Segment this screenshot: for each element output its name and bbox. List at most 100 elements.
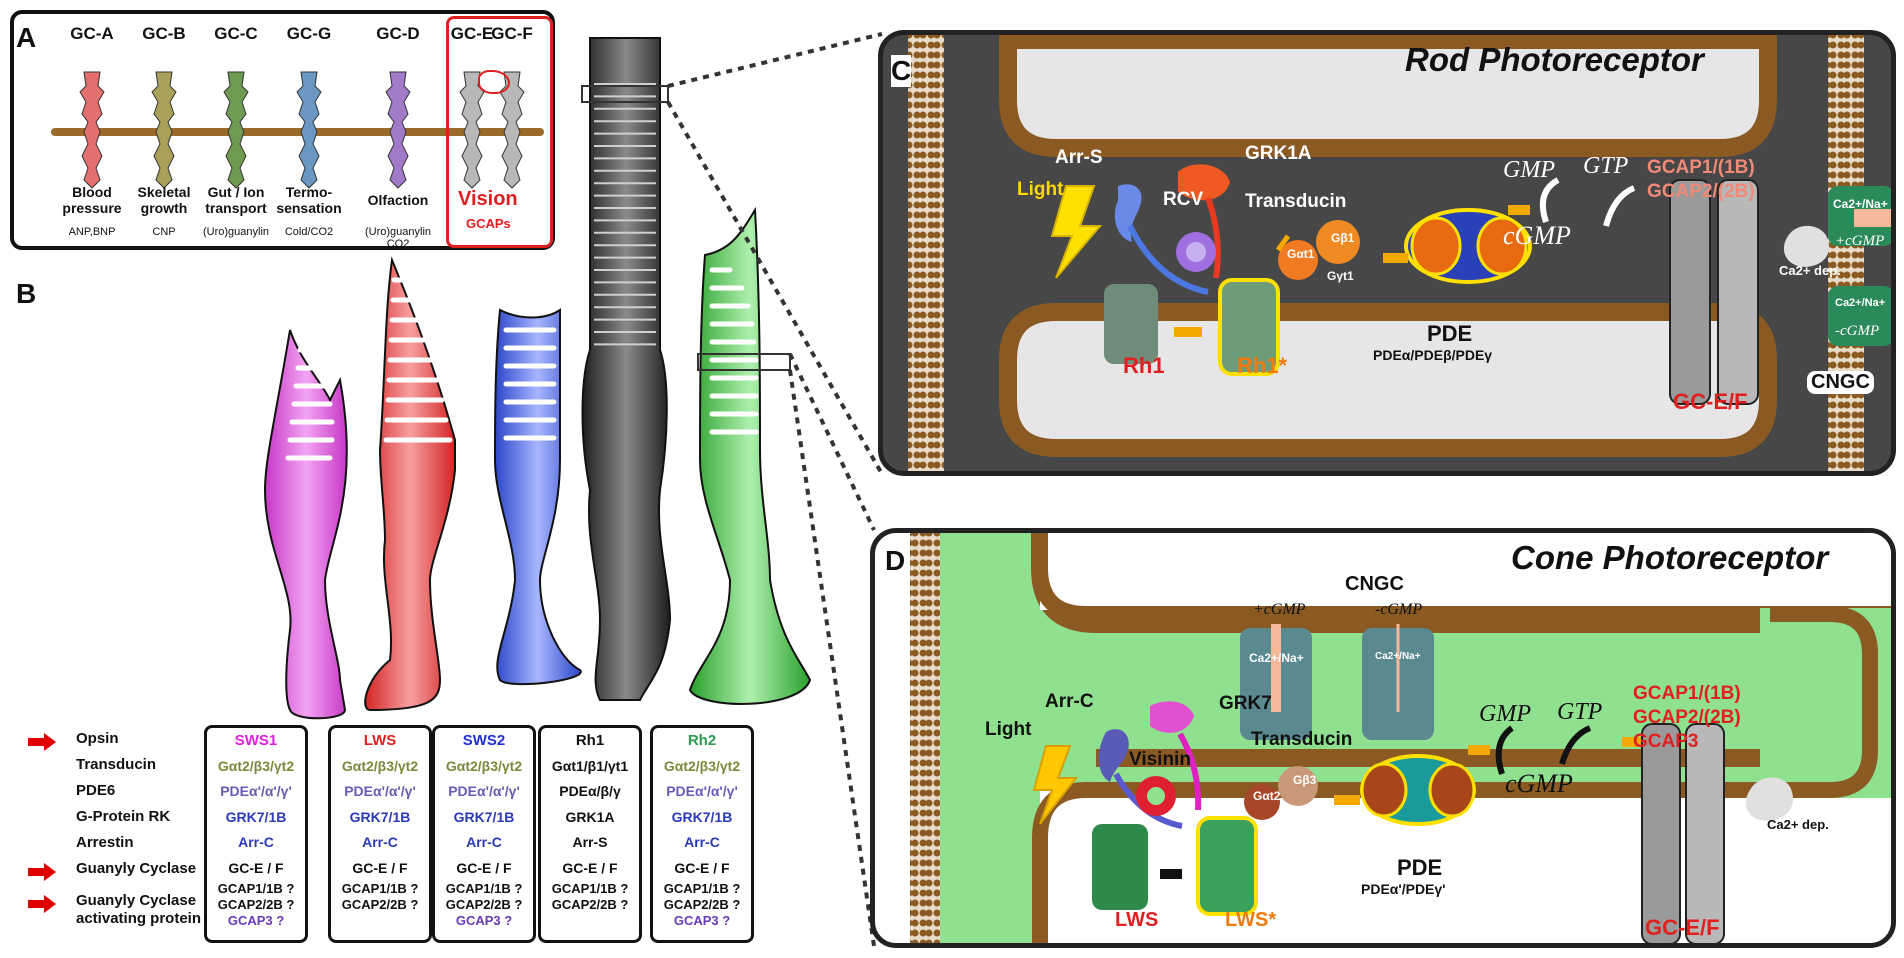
rod-cngc-closed-ions: Ca2+/Na+	[1835, 297, 1886, 309]
panel-letter-a: A	[16, 22, 37, 53]
rod-gcap-2: GCAP2/(2B)	[1647, 181, 1755, 202]
gc-name-gc-b: GC-B	[142, 24, 186, 43]
cone-cngc-open-ions: Ca2+/Na+	[1249, 651, 1304, 665]
cell-row: GC-E / F	[562, 859, 618, 876]
gc-protein-gc-e	[459, 71, 485, 189]
gc-name-gc-e: GC-E	[450, 24, 494, 43]
membrane-line	[51, 128, 544, 136]
component-label: Guanyly Cyclase activating protein	[76, 892, 202, 927]
rod-pde-subunits: PDEα/PDEβ/PDEγ	[1373, 347, 1493, 363]
component-label: Guanyly Cyclase	[76, 860, 197, 877]
photoreceptor-cells	[263, 37, 812, 720]
gc-name-gc-f: GC-F	[491, 24, 533, 43]
gc-ligand-gc-a: ANP,BNP	[68, 226, 116, 238]
gc-name-gc-a: GC-A	[70, 24, 114, 43]
cone-galpha-label: Gαt2	[1253, 789, 1281, 803]
cell-row: GRK7/1B	[225, 808, 287, 825]
rod-transducin-label: Transducin	[1245, 191, 1347, 212]
rod-gcap-1: GCAP1/(1B)	[1647, 157, 1755, 178]
cone-cngc-open-label: +cGMP	[1253, 601, 1306, 618]
gc-function-gc-a: Blood pressure	[62, 184, 122, 216]
cell-row: Arr-C	[362, 834, 398, 850]
vision-gcaps-label: GCAPs	[466, 216, 511, 231]
gc-protein-gc-d	[385, 71, 411, 189]
rod-grk-label: GRK1A	[1245, 143, 1312, 164]
sws2-cone	[493, 308, 582, 686]
gc-function-gc-d: Olfaction	[367, 192, 429, 208]
cell-row: GCAP1/1B ?	[217, 881, 295, 896]
cell-row: GCAP2/2B ?	[663, 897, 741, 912]
cell-row: GCAP3 ?	[673, 913, 731, 928]
cell-name: Rh2	[687, 732, 717, 749]
rod-ca-dep-label: Ca2+ dep.	[1779, 263, 1841, 278]
cone-pde-subunits: PDEα'/PDEγ'	[1361, 881, 1446, 897]
component-label: G-Protein RK	[76, 808, 171, 825]
sws1-cone	[263, 329, 348, 720]
cell-name: SWS2	[462, 732, 506, 749]
gc-protein-gc-b	[151, 71, 177, 189]
cone-grk-label: GRK7	[1219, 693, 1272, 714]
cell-row: GC-E / F	[674, 859, 730, 876]
rod-gbeta-label: Gβ1	[1331, 231, 1355, 245]
cone-transducin-label: Transducin	[1251, 729, 1353, 750]
vision-box	[446, 16, 553, 248]
rod-cngc-open-ions: Ca2+/Na+	[1833, 197, 1888, 211]
cell-row: GC-E / F	[352, 859, 408, 876]
cell-row: GRK7/1B	[671, 808, 733, 825]
cone-cngc-closed-label: -cGMP	[1375, 601, 1423, 618]
cone-ca-dep-label: Ca2+ dep.	[1767, 817, 1829, 832]
cone-gc-label: GC-E/F	[1645, 915, 1720, 940]
cell-row: GCAP2/2B ?	[445, 897, 523, 912]
rod-rh1-active-label: Rh1*	[1237, 353, 1288, 378]
rod-light-label: Light	[1017, 179, 1064, 200]
cone-cngc-label: CNGC	[1345, 573, 1404, 595]
cone-gcap-2: GCAP2/(2B)	[1633, 707, 1741, 728]
cell-row: GCAP1/1B ?	[551, 881, 629, 896]
cone-lws-active-label: LWS*	[1225, 909, 1277, 931]
rod-gtp-label: GTP	[1583, 153, 1629, 179]
gc-function-gc-g: Termo-sensation	[276, 184, 342, 216]
rod-gmp-label: GMP	[1503, 157, 1555, 183]
gc-function-gc-b: Skeletal growth	[137, 184, 191, 216]
panel-letter-d: D	[885, 545, 906, 576]
cell-row: Gαt2/β3/γt2	[445, 757, 523, 774]
rod-arrestin-label: Arr-S	[1055, 147, 1103, 168]
cell-row: Gαt2/β3/γt2	[217, 757, 295, 774]
cone-pde-label: PDE	[1397, 855, 1443, 880]
rod-galpha-label: Gαt1	[1287, 247, 1315, 261]
rod-membrane-diagram	[908, 35, 1891, 471]
gc-protein-gc-c	[223, 71, 249, 189]
cell-row: Arr-C	[238, 834, 274, 850]
cell-row	[331, 913, 429, 929]
component-label: Transducin	[76, 756, 157, 773]
cone-light-label: Light	[985, 719, 1032, 740]
component-label: Opsin	[76, 730, 119, 747]
cell-name: LWS	[363, 732, 397, 749]
cell-row: Arr-C	[684, 834, 720, 850]
rod-gc-label: GC-E/F	[1673, 389, 1748, 414]
lws-cone	[364, 256, 456, 712]
rod-cell	[581, 37, 672, 701]
gcap-outline-icon	[478, 70, 510, 94]
gc-name-gc-c: GC-C	[214, 24, 258, 43]
cone-cgmp-label: cGMP	[1505, 769, 1573, 798]
cone-gmp-label: GMP	[1479, 701, 1531, 727]
component-label: PDE6	[76, 782, 116, 799]
gc-name-gc-d: GC-D	[376, 24, 420, 43]
panel-c-rod: C Rod Photoreceptor Light Arr-S RCV GRK1…	[878, 30, 1896, 476]
gc-name-gc-g: GC-G	[286, 24, 332, 43]
rod-cngc-closed-label: -cGMP	[1835, 323, 1880, 339]
cone-gcap-3: GCAP3	[1633, 731, 1699, 752]
cell-row: GRK7/1B	[349, 808, 411, 825]
rod-cgmp-label: cGMP	[1503, 221, 1571, 250]
cell-name: SWS1	[234, 732, 278, 749]
cell-row: GRK7/1B	[453, 808, 515, 825]
cell-row: PDEα'/α'/γ'	[344, 783, 416, 799]
gc-function-gc-c: Gut / Ion transport	[205, 184, 267, 216]
cell-row	[541, 913, 639, 929]
cone-lws-label: LWS	[1115, 909, 1159, 931]
